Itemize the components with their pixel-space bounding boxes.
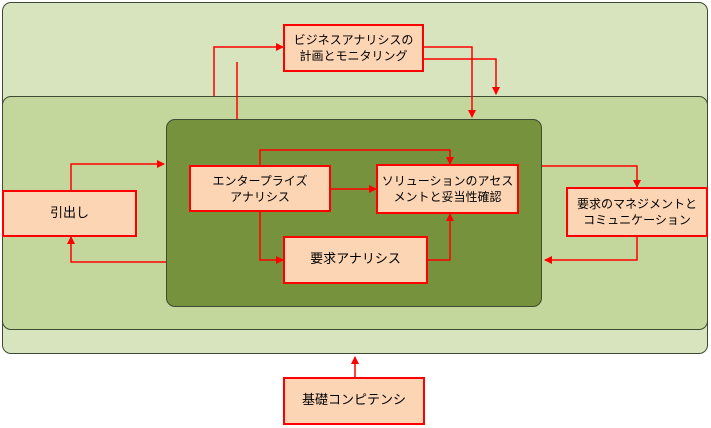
arrow-planning-to-inner <box>424 46 476 118</box>
arrow-middle-to-planning <box>213 43 284 96</box>
arrow-inner-to-management <box>542 165 641 188</box>
competencies-box: 基礎コンピテンシ <box>283 377 425 425</box>
arrow-elicitation-to-inner <box>70 160 165 190</box>
solution-assessment-box: ソリューションのアセス メントと妥当性確認 <box>376 164 519 214</box>
arrow-requirements-to-solution <box>428 213 454 261</box>
arrow-enterprise-to-requirements <box>259 212 284 264</box>
arrow-management-to-inner <box>544 237 638 264</box>
arrow-planning-to-middle <box>424 58 500 95</box>
planning-box: ビジネスアナリシスの 計画とモニタリング <box>283 24 424 72</box>
enterprise-analysis-box: エンタープライズ アナリシス <box>189 165 331 212</box>
requirements-management-box: 要求のマネジメントと コミュニケーション <box>566 187 708 237</box>
requirements-analysis-box: 要求アナリシス <box>283 236 428 284</box>
elicitation-box: 引出し <box>2 190 137 237</box>
arrow-enterprise-to-solution-top <box>259 149 454 165</box>
arrow-inner-to-elicitation <box>67 236 166 263</box>
